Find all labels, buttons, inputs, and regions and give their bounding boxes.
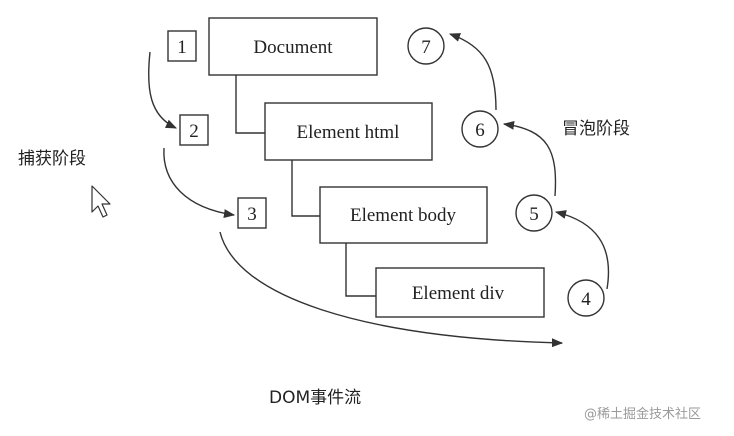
capture-arrow-3-target [219, 231, 564, 348]
capture-step-1-label: 1 [177, 37, 187, 58]
bubble-arrow-4-5 [554, 210, 610, 290]
capture-step-3: 3 [237, 197, 267, 229]
bubble-step-4-label: 4 [581, 289, 591, 310]
mouse-pointer-icon [91, 185, 111, 218]
bubble-step-4: 4 [567, 279, 605, 317]
capture-arrow-1-2 [147, 51, 178, 129]
capture-arrow-2-3 [163, 147, 236, 218]
capture-step-2-label: 2 [189, 121, 199, 142]
tree-connectors [235, 75, 376, 297]
capture-step-1: 1 [167, 30, 197, 62]
node-document: Document [208, 17, 378, 76]
bubble-step-7: 7 [407, 27, 445, 65]
bubble-step-7-label: 7 [421, 37, 431, 58]
capture-phase-label: 捕获阶段 [18, 149, 86, 169]
capture-arrows [147, 51, 564, 348]
node-element-body-label: Element body [350, 205, 457, 226]
node-element-html: Element html [264, 102, 433, 161]
bubble-arrow-5-6 [502, 120, 557, 197]
bubble-arrows [448, 33, 610, 290]
node-element-div: Element div [375, 267, 545, 318]
bubble-step-6-label: 6 [475, 120, 485, 141]
connector-document-html [235, 75, 265, 134]
bubble-phase-label: 冒泡阶段 [562, 119, 630, 139]
watermark: @稀土掘金技术社区 [584, 406, 701, 422]
capture-step-2: 2 [179, 114, 209, 146]
connector-html-body [291, 160, 320, 217]
bubble-arrow-6-7 [448, 33, 497, 111]
connector-body-div [345, 243, 376, 297]
diagram-caption: DOM事件流 [269, 388, 361, 408]
node-element-body: Element body [319, 186, 488, 244]
bubble-step-6: 6 [461, 110, 499, 148]
node-document-label: Document [253, 37, 333, 58]
node-element-html-label: Element html [297, 122, 400, 143]
bubble-step-5: 5 [515, 194, 553, 232]
bubble-step-5-label: 5 [529, 204, 539, 225]
node-element-div-label: Element div [412, 283, 505, 304]
capture-step-3-label: 3 [247, 204, 257, 225]
